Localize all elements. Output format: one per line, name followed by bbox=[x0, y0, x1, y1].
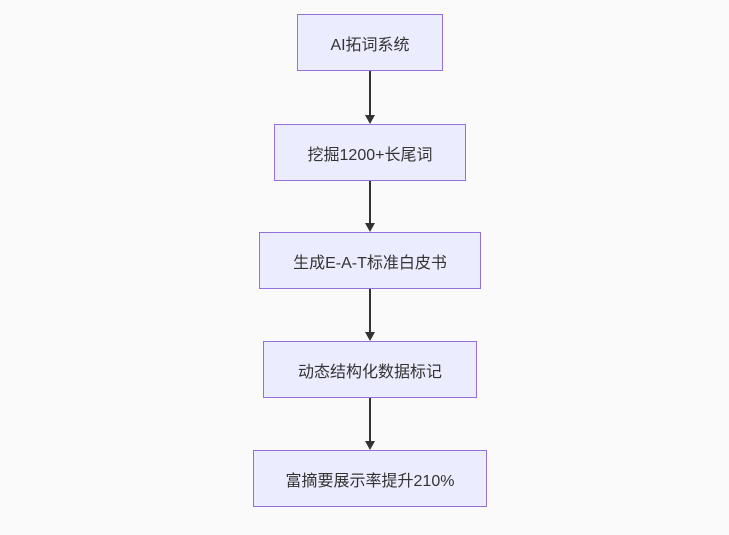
arrow-down-icon bbox=[365, 289, 375, 341]
arrow-down-icon bbox=[365, 71, 375, 124]
arrow-down-icon bbox=[365, 398, 375, 450]
flow-node-generate-eat-whitepaper: 生成E-A-T标准白皮书 bbox=[259, 232, 481, 289]
flow-node-ai-word-expansion-system: AI拓词系统 bbox=[297, 14, 443, 71]
arrow-down-icon bbox=[365, 181, 375, 232]
flow-node-label: AI拓词系统 bbox=[330, 36, 410, 54]
arrow-shaft bbox=[369, 398, 371, 441]
flow-node-label: 动态结构化数据标记 bbox=[297, 363, 442, 381]
flow-node-rich-snippet-rate-increase: 富摘要展示率提升210% bbox=[253, 450, 487, 507]
arrowhead-icon bbox=[365, 441, 375, 450]
flow-node-label: 挖掘1200+长尾词 bbox=[307, 146, 433, 164]
arrowhead-icon bbox=[365, 115, 375, 124]
arrow-shaft bbox=[369, 289, 371, 332]
flow-node-label: 富摘要展示率提升210% bbox=[285, 472, 455, 490]
flow-node-dynamic-structured-data-markup: 动态结构化数据标记 bbox=[263, 341, 477, 398]
flow-node-mine-longtail-keywords: 挖掘1200+长尾词 bbox=[274, 124, 466, 181]
arrowhead-icon bbox=[365, 223, 375, 232]
arrow-shaft bbox=[369, 71, 371, 115]
flow-node-label: 生成E-A-T标准白皮书 bbox=[293, 254, 447, 272]
arrow-shaft bbox=[369, 181, 371, 223]
arrowhead-icon bbox=[365, 332, 375, 341]
